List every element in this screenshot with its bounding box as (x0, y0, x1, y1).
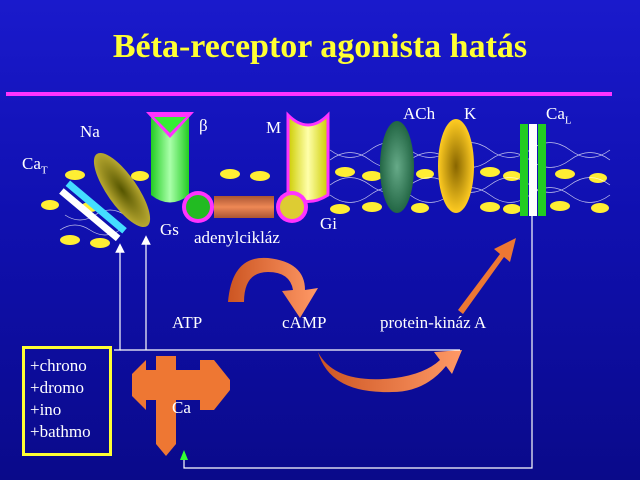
effect-item: +bathmo (30, 422, 91, 441)
label-cat: CaT (22, 154, 48, 177)
na-channel (93, 152, 151, 228)
label-na: Na (80, 122, 100, 141)
beta-receptor (146, 112, 194, 203)
effect-item: +dromo (30, 378, 84, 397)
label-k: K (464, 104, 477, 123)
label-cal: CaL (546, 104, 572, 127)
label-ach: ACh (403, 104, 436, 123)
label-pka: protein-kináz A (380, 313, 487, 332)
ach-channel (380, 121, 414, 213)
effects-box: +chrono +dromo +ino +bathmo (22, 346, 112, 456)
cal-channel (520, 124, 546, 216)
m-receptor (286, 111, 330, 203)
label-gs: Gs (160, 220, 179, 239)
pka-cal-arrow (458, 238, 516, 314)
feedback-lines (114, 216, 533, 469)
label-gi: Gi (320, 214, 337, 233)
adenylyl-cyclase (182, 191, 308, 223)
effect-item: +chrono (30, 356, 87, 375)
label-adenylyl-cyclase: adenylcikláz (194, 228, 280, 247)
label-camp: cAMP (282, 313, 327, 332)
ca-green-arrowhead (180, 450, 188, 460)
ca-cross (132, 356, 230, 456)
slide-title: Béta-receptor agonista hatás (112, 28, 528, 65)
title-underline (6, 92, 612, 96)
atp-camp-arrow (228, 257, 318, 318)
pka-arrow-lower (318, 350, 462, 393)
label-atp: ATP (172, 313, 203, 332)
cat-channel (59, 180, 127, 242)
effect-item: +ino (30, 400, 62, 419)
k-channel (438, 119, 474, 213)
label-beta: β (199, 116, 208, 135)
label-m: M (266, 118, 282, 137)
label-ca-center: Ca (172, 398, 191, 417)
